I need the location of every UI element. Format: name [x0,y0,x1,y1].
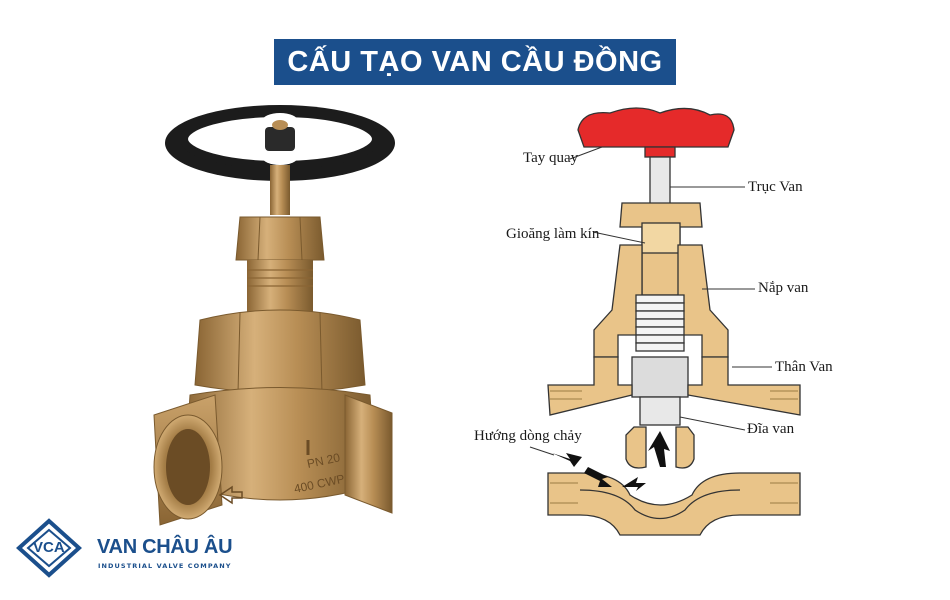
brand-name: VAN CHÂU ÂU [97,536,233,558]
flow-arrows [552,431,670,491]
label-flow-direction: Hướng dòng chảy [474,428,582,444]
label-handwheel: Tay quay [523,150,579,166]
handwheel-red-shape [577,107,735,148]
page-title: CẤU TẠO VAN CẦU ĐỒNG [274,39,676,85]
label-stem: Trục Van [748,179,803,195]
label-bonnet: Nắp van [758,280,809,296]
flow-arrow-marking [218,485,243,505]
label-packing: Gioăng làm kín [506,226,600,242]
bronze-globe-valve-image: PN 20 400 CWP [153,105,395,526]
label-body: Thân Van [775,359,833,375]
brand-monogram: VCA [33,539,65,556]
handwheel-shape [165,105,395,181]
brand-logo: VCA VAN CHÂU ÂU INDUSTRIAL VALVE COMPANY [15,518,255,578]
brand-diamond-icon [16,518,82,578]
valve-cross-section-diagram [529,107,801,536]
valve-marking-top: PN 20 [306,450,342,471]
label-disc: Đĩa van [747,421,795,437]
brand-tagline: INDUSTRIAL VALVE COMPANY [98,562,232,570]
